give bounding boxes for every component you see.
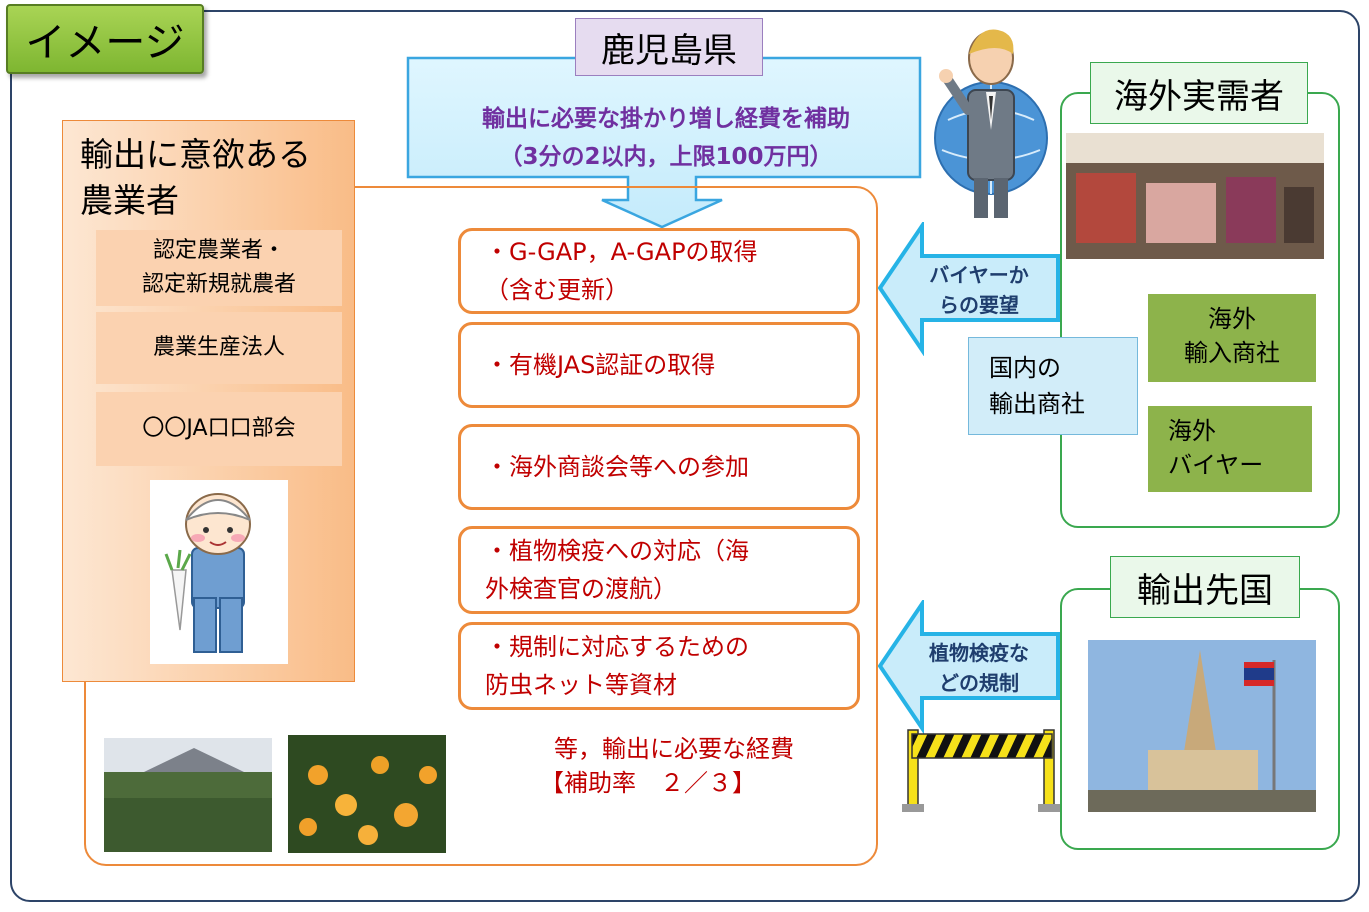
activity-line: ・規制に対応するための xyxy=(485,633,749,661)
overseas-demand-title: 海外実需者 xyxy=(1090,62,1308,124)
farmer-item-line: 〇〇JA口口部会 xyxy=(142,416,296,441)
barrier-icon xyxy=(902,729,1060,812)
activity-line: ・G-GAP，A-GAPの取得 xyxy=(485,238,758,266)
activity-line: 防虫ネット等資材 xyxy=(485,671,677,699)
regulation-line-1: 植物検疫な xyxy=(929,641,1029,665)
prefecture-arrow xyxy=(406,56,922,229)
title-tag: イメージ xyxy=(6,4,204,74)
domestic-trading-company: 国内の 輸出商社 xyxy=(968,337,1138,435)
temple-photo xyxy=(1088,640,1316,812)
farmer-item-line: 農業生産法人 xyxy=(152,335,285,360)
farmer-item-ja: 〇〇JA口口部会 xyxy=(96,392,342,466)
subsidy-line-2: （3分の2以内，上限100万円） xyxy=(499,144,833,170)
trading-line-2: 輸出商社 xyxy=(989,390,1085,418)
regulation-line-2: どの規制 xyxy=(939,671,1019,695)
activity-organic-jas: ・有機JAS認証の取得 xyxy=(458,322,860,408)
buyer-request-line-1: バイヤーか xyxy=(929,263,1029,287)
farmer-title: 輸出に意欲ある 農業者 xyxy=(80,132,350,224)
activity-line: ・海外商談会等への参加 xyxy=(485,453,749,481)
activity-insect-net: ・規制に対応するための 防虫ネット等資材 xyxy=(458,622,860,710)
buyer-line-2: バイヤー xyxy=(1168,451,1264,479)
importer-line-2: 輸入商社 xyxy=(1184,339,1280,367)
businessman-globe-illustration xyxy=(934,29,1048,218)
buyer-request-arrow xyxy=(878,222,1060,356)
subsidy-line-1: 輸出に必要な掛かり増し経費を補助 xyxy=(482,106,850,132)
activity-line: （含む更新） xyxy=(485,276,629,304)
prefecture-box: 鹿児島県 xyxy=(575,18,763,76)
activity-line: ・有機JAS認証の取得 xyxy=(485,351,716,379)
farmer-title-line-2: 農業者 xyxy=(80,181,179,220)
farmer-item-line: 認定新規就農者 xyxy=(141,272,296,297)
activity-line: ・植物検疫への対応（海 xyxy=(485,537,749,565)
export-country-title: 輸出先国 xyxy=(1110,556,1300,618)
trading-line-1: 国内の xyxy=(989,354,1061,382)
activity-trade-fair: ・海外商談会等への参加 xyxy=(458,424,860,510)
regulation-label: 植物検疫な どの規制 xyxy=(904,638,1054,698)
activity-gap: ・G-GAP，A-GAPの取得 （含む更新） xyxy=(458,228,860,314)
cabbage-field-photo xyxy=(104,738,272,852)
activity-line: 外検査官の渡航） xyxy=(485,575,677,603)
importer-line-1: 海外 xyxy=(1208,305,1256,333)
farmer-item-certified: 認定農業者・ 認定新規就農者 xyxy=(96,230,342,306)
subsidy-rate-note: 等，輸出に必要な経費 【補助率 ２／３】 xyxy=(540,732,860,800)
buyer-line-1: 海外 xyxy=(1168,417,1216,445)
supermarket-photo xyxy=(1066,133,1324,259)
footer-line-2: 【補助率 ２／３】 xyxy=(540,769,756,797)
buyer-request-label: バイヤーか らの要望 xyxy=(904,260,1054,320)
farmer-illustration xyxy=(150,480,288,664)
overseas-importer-box: 海外 輸入商社 xyxy=(1148,294,1316,382)
farmer-title-line-1: 輸出に意欲ある xyxy=(80,135,311,174)
activity-plant-quarantine: ・植物検疫への対応（海 外検査官の渡航） xyxy=(458,526,860,614)
outer-frame xyxy=(10,10,1360,902)
regulation-arrow xyxy=(878,600,1060,734)
farmer-item-line: 認定農業者・ xyxy=(152,238,285,263)
subsidy-description: 輸出に必要な掛かり増し経費を補助 （3分の2以内，上限100万円） xyxy=(410,100,922,176)
overseas-buyer-box: 海外 バイヤー xyxy=(1148,406,1312,492)
footer-line-1: 等，輸出に必要な経費 xyxy=(554,735,794,763)
mandarin-tree-photo xyxy=(288,735,446,853)
farmer-item-corporation: 農業生産法人 xyxy=(96,312,342,384)
buyer-request-line-2: らの要望 xyxy=(939,293,1019,317)
